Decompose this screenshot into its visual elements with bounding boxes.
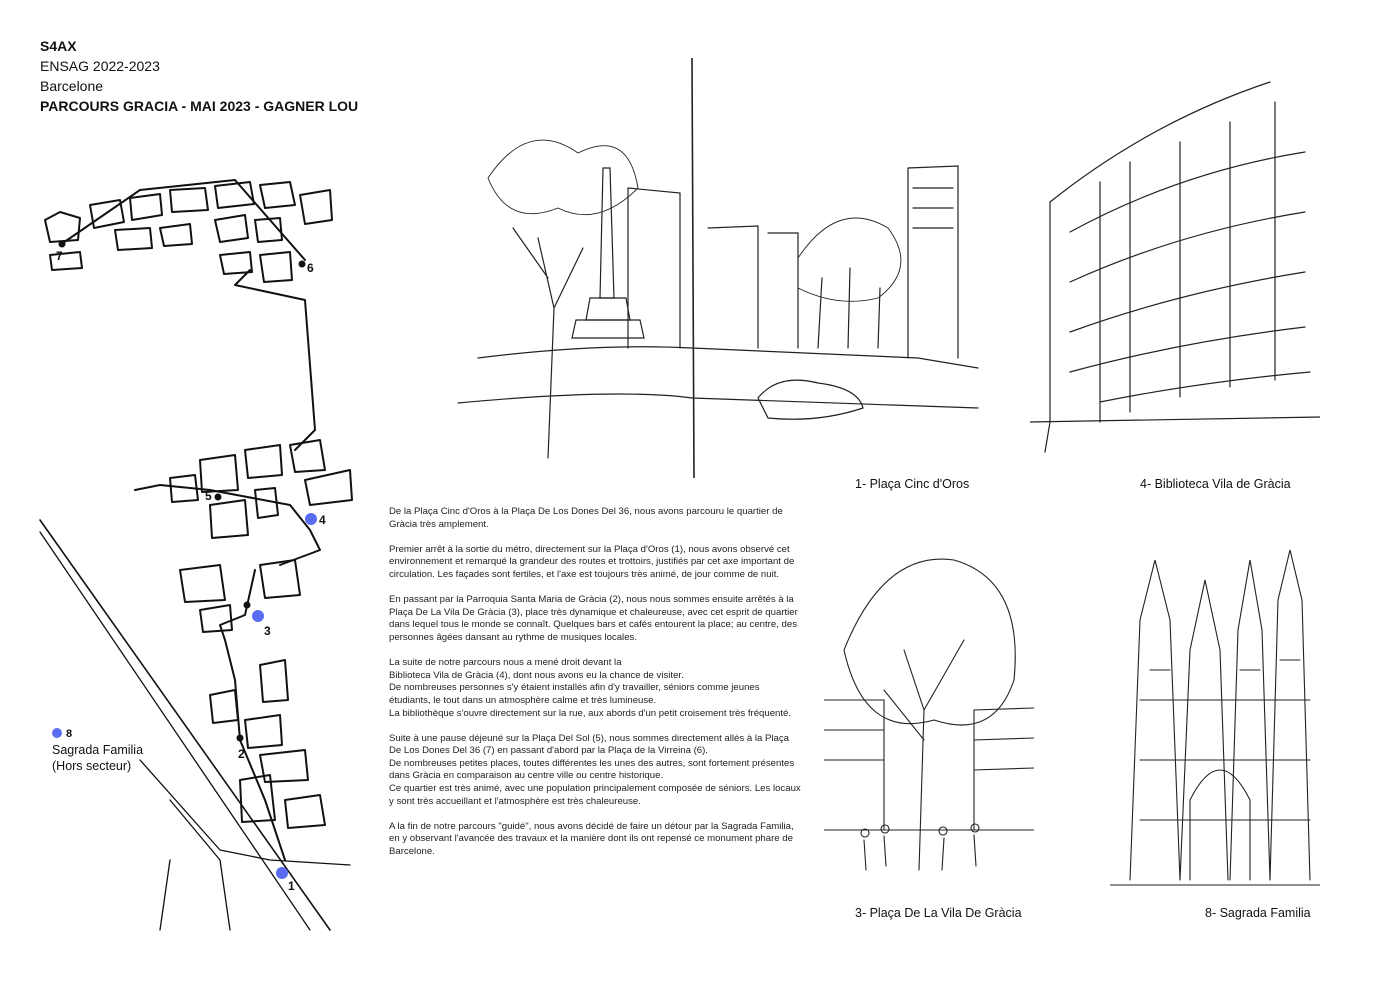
stop-label-3: 3 <box>264 624 271 638</box>
blue-marker-icon <box>52 728 62 738</box>
stop-label-5: 5 <box>205 489 212 503</box>
legend-number: 8 <box>66 728 73 740</box>
stop-label-1: 1 <box>288 879 295 893</box>
legend-note: (Hors secteur) <box>52 759 132 773</box>
route-map-drawing: 1 2 3 4 5 6 7 <box>39 179 353 931</box>
sketch-sagrada-familia <box>1110 540 1320 895</box>
sketch-placa-vila-de-gracia <box>824 540 1034 895</box>
city-line: Barcelone <box>40 78 104 94</box>
route-map: 1 2 3 4 5 6 7 <box>20 160 380 940</box>
paragraph-1: De la Plaça Cinc d'Oros à la Plaça De Lo… <box>389 506 783 530</box>
stop-label-7: 7 <box>56 249 63 263</box>
route-description: De la Plaça Cinc d'Oros à la Plaça De Lo… <box>389 506 801 871</box>
sagrada-legend: 8 Sagrada Familia (Hors secteur) <box>52 725 143 774</box>
stop-label-4: 4 <box>319 513 326 527</box>
sketch-sagrada-familia-drawing <box>1110 549 1320 886</box>
caption-placa-cinc-doros: 1- Plaça Cinc d'Oros <box>855 477 970 491</box>
sketch-biblioteca-drawing <box>1030 81 1320 453</box>
paragraph-6: A la fin de notre parcours "guidé", nous… <box>389 820 794 858</box>
stop-label-6: 6 <box>307 261 314 275</box>
page-title: PARCOURS GRACIA - MAI 2023 - GAGNER LOU <box>40 98 359 114</box>
stop-label-2: 2 <box>238 747 245 761</box>
legend-name: Sagrada Familia <box>52 743 144 757</box>
paragraph-2: Premier arrêt à la sortie du métro, dire… <box>389 543 795 580</box>
sketch-placa-cinc-doros-drawing <box>457 58 979 478</box>
project-code: S4AX <box>40 38 77 54</box>
caption-biblioteca: 4- Biblioteca Vila de Gràcia <box>1140 477 1291 491</box>
school-line: ENSAG 2022-2023 <box>40 58 160 74</box>
caption-sagrada-familia: 8- Sagrada Familia <box>1205 906 1311 920</box>
sketch-placa-vila-de-gracia-drawing <box>824 558 1034 871</box>
sketch-placa-cinc-doros <box>418 58 998 478</box>
paragraph-4: La suite de notre parcours nous a mené d… <box>389 657 792 719</box>
sketch-biblioteca <box>1030 62 1320 460</box>
page-header: S4AX ENSAG 2022-2023 Barcelone PARCOURS … <box>40 36 358 116</box>
paragraph-5: Suite à une pause déjeuné sur la Plaça D… <box>389 732 801 807</box>
caption-placa-vila-de-gracia: 3- Plaça De La Vila De Gràcia <box>855 906 1022 920</box>
paragraph-3: En passant par la Parroquia Santa Maria … <box>389 594 798 643</box>
